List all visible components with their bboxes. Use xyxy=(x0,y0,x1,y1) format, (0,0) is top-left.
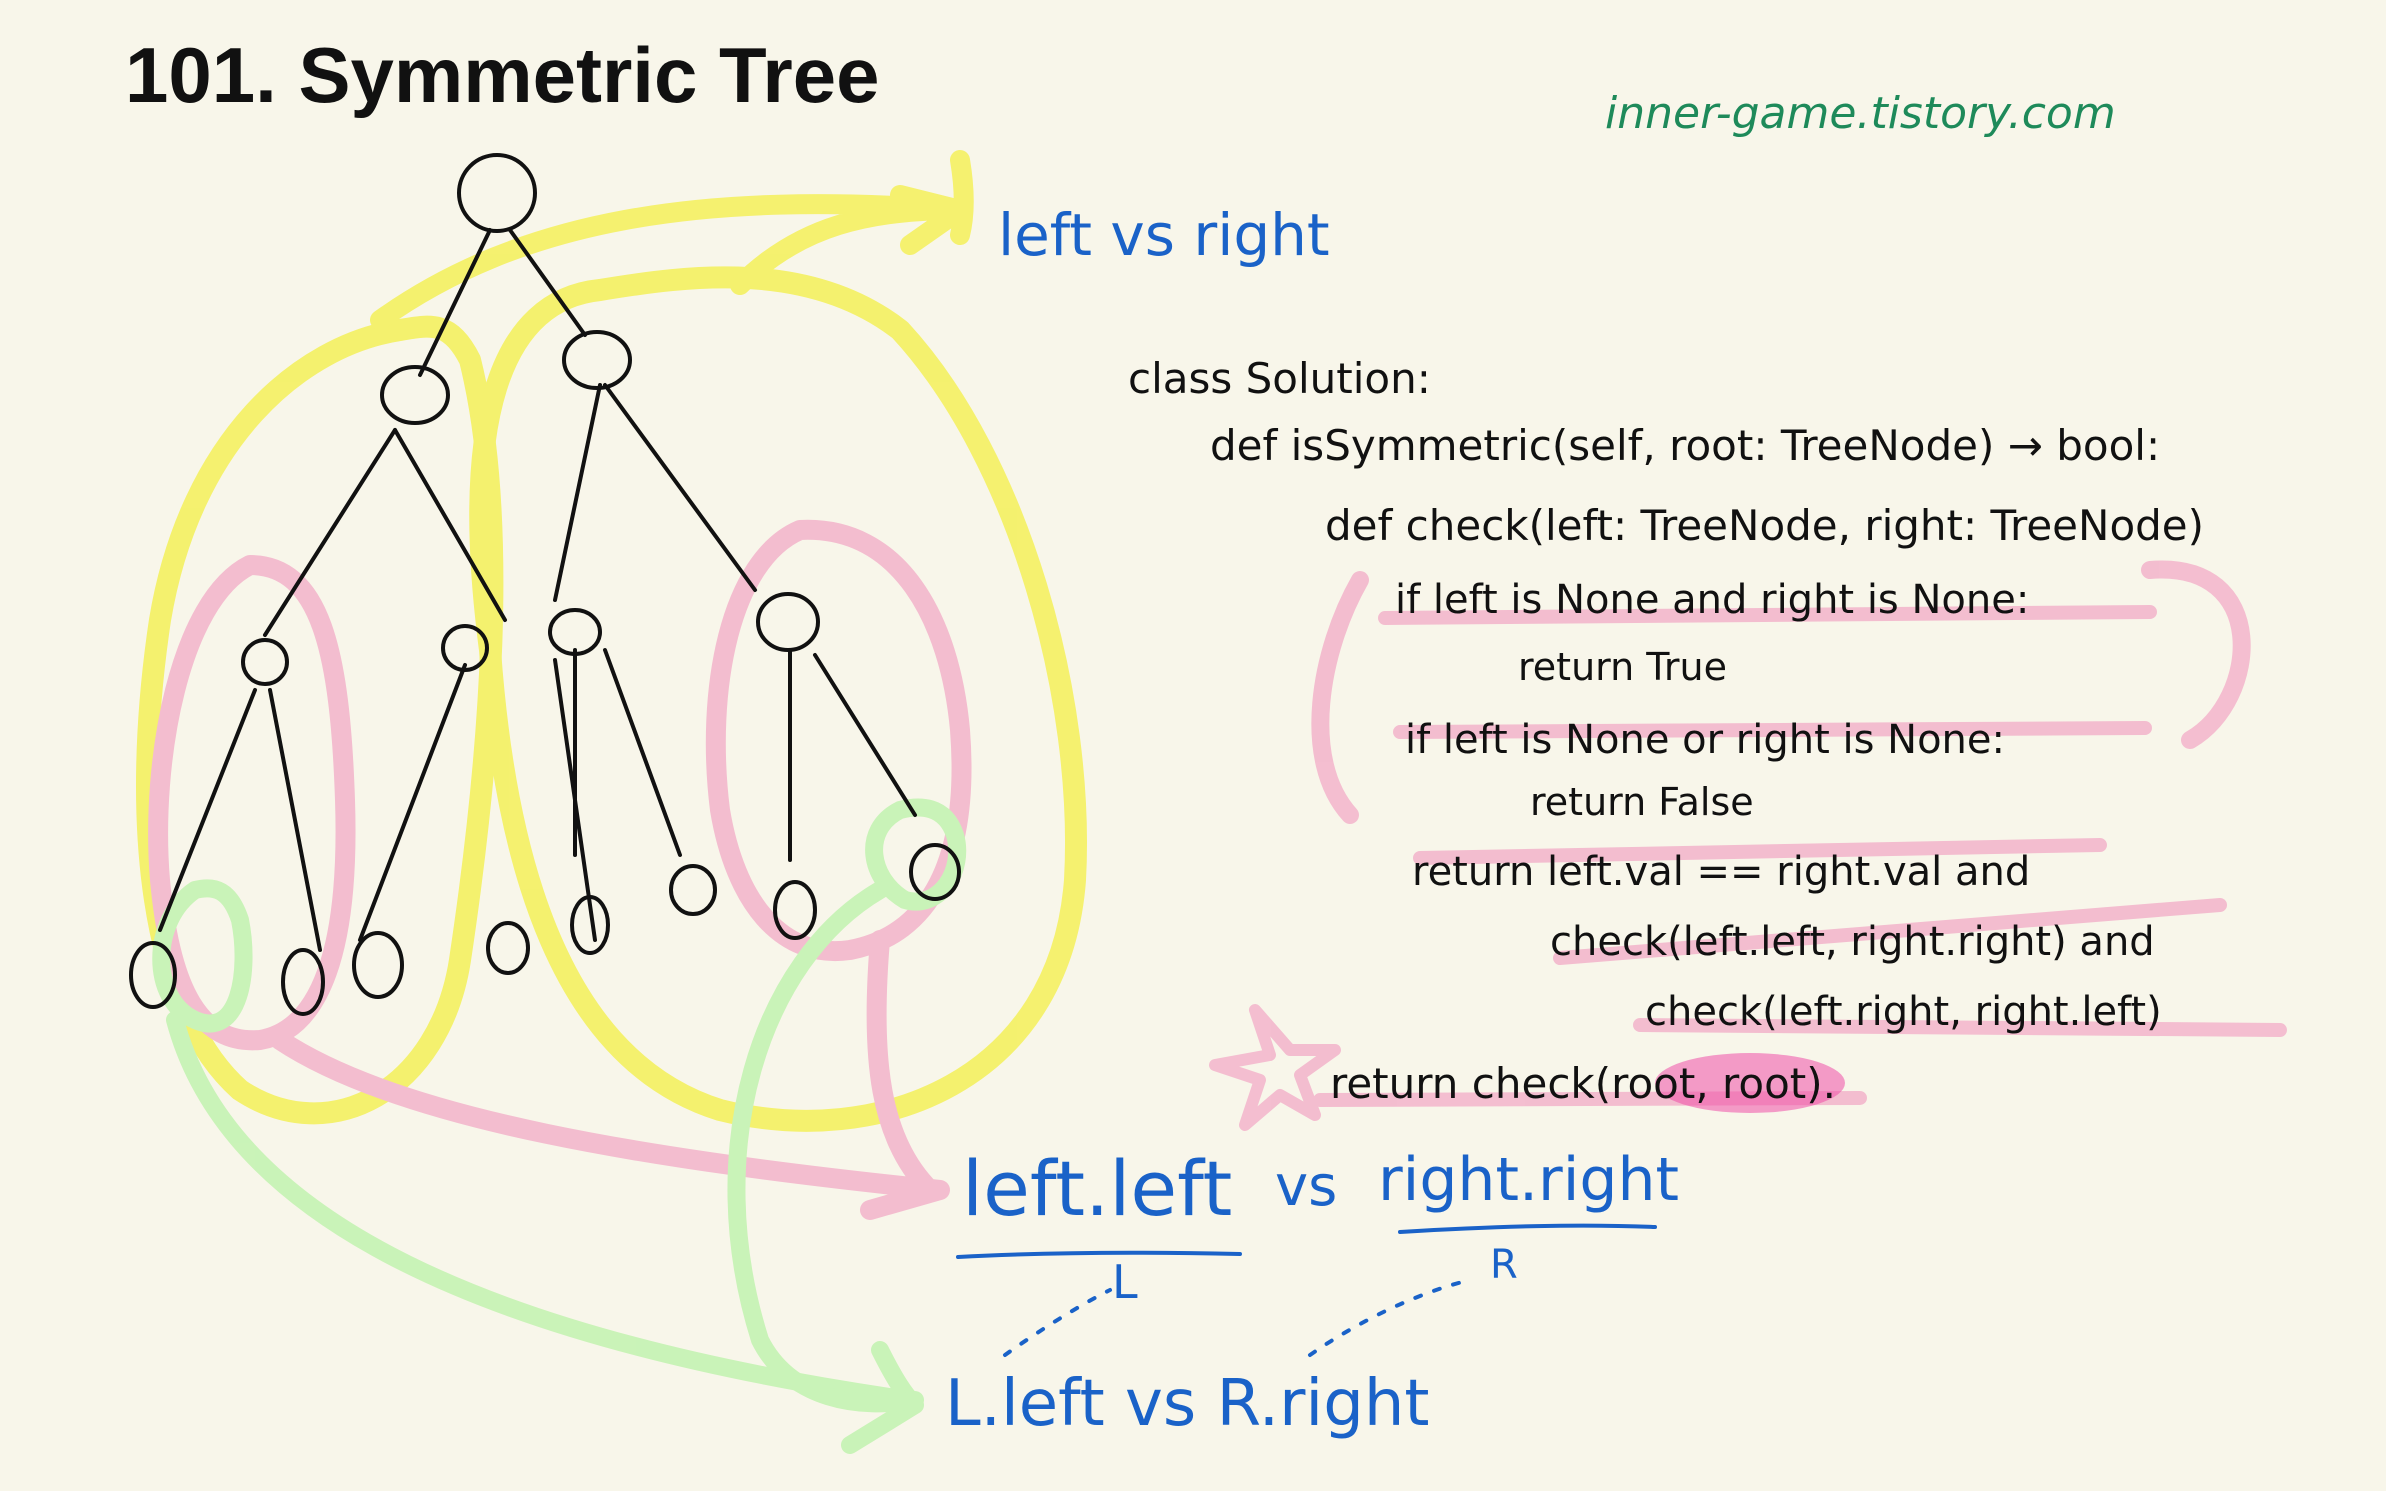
tree-node-level1-left xyxy=(380,365,450,425)
pink-code-underlines xyxy=(1313,605,2287,1107)
pink-arrow-to-middle xyxy=(270,930,950,1220)
label-mid-vs: vs xyxy=(1275,1154,1337,1219)
code-line-2: def isSymmetric(self, root: TreeNode) → … xyxy=(1210,421,2160,470)
pink-loop-right-outer xyxy=(705,519,972,962)
dotted-link-R xyxy=(1308,1278,1472,1357)
code-line-3: def check(left: TreeNode, right: TreeNod… xyxy=(1325,501,2204,550)
code-line-8: return left.val == right.val and xyxy=(1412,849,2030,895)
tree-node-leaf-8 xyxy=(909,843,961,901)
tree-node-leaf-5 xyxy=(570,895,610,955)
pink-loop-left-outer xyxy=(148,555,356,1051)
tree-node-level2-1 xyxy=(241,638,289,686)
tree-node-leaf-1 xyxy=(129,941,177,1009)
code-line-5: return True xyxy=(1518,645,1727,689)
code-block: class Solution: def isSymmetric(self, ro… xyxy=(1128,354,2204,1108)
binary-tree-sketch xyxy=(129,153,961,1016)
label-alias-L: L xyxy=(1112,1255,1138,1309)
label-top-compare: left vs right xyxy=(998,201,1330,269)
code-line-6: if left is None or right is None: xyxy=(1405,717,2005,763)
code-line-11: return check(root, root). xyxy=(1330,1059,1836,1108)
tree-node-leaf-3 xyxy=(352,931,404,999)
magenta-highlight-root xyxy=(1655,1053,1845,1113)
tree-node-leaf-2 xyxy=(281,948,325,1016)
pink-bracket-code xyxy=(1311,560,2251,824)
label-alias-R: R xyxy=(1490,1242,1518,1288)
blue-annotation-lines xyxy=(956,1223,1657,1357)
tree-node-level2-4 xyxy=(756,592,820,652)
code-line-7: return False xyxy=(1530,780,1754,824)
green-arrow-right xyxy=(727,881,924,1413)
label-left-left: left.left xyxy=(962,1144,1232,1233)
tree-node-level2-3 xyxy=(548,608,602,656)
yellow-arrow-top xyxy=(370,150,974,330)
code-line-4: if left is None and right is None: xyxy=(1395,577,2029,623)
tree-node-level2-2 xyxy=(441,624,489,672)
green-loop-right-inner xyxy=(865,798,967,911)
page-title: 101. Symmetric Tree xyxy=(125,31,879,119)
label-bottom-compare: L.left vs R.right xyxy=(945,1367,1429,1441)
underline-right-right xyxy=(1398,1223,1657,1234)
tree-node-leaf-7 xyxy=(773,880,817,940)
pink-star xyxy=(1209,1004,1341,1131)
code-line-10: check(left.right, right.left) xyxy=(1645,989,2162,1035)
code-line-9: check(left.left, right.right) and xyxy=(1550,919,2155,965)
underline-left-left xyxy=(956,1250,1242,1259)
tree-node-leaf-4 xyxy=(486,921,530,975)
dotted-link-L xyxy=(1003,1288,1112,1357)
tree-node-level1-right xyxy=(562,330,632,390)
tree-node-leaf-6 xyxy=(669,864,717,916)
tree-node-root xyxy=(457,153,537,233)
watermark-url: inner-game.tistory.com xyxy=(1605,88,2116,139)
label-right-right: right.right xyxy=(1378,1145,1679,1215)
code-line-1: class Solution: xyxy=(1128,354,1431,403)
green-loop-left-inner xyxy=(152,879,253,1033)
